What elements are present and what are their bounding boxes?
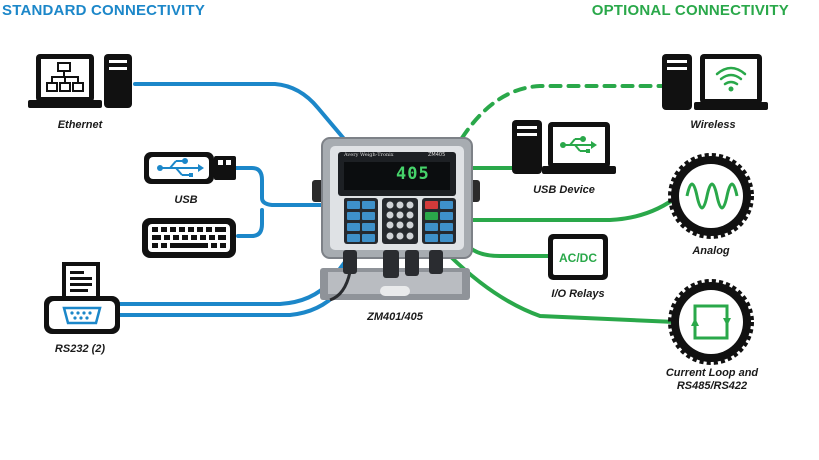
analog-label: Analog — [692, 245, 730, 257]
rs232-label: RS232 (2) — [54, 343, 106, 355]
usb-cable — [233, 166, 332, 207]
analog-cable — [466, 194, 680, 222]
usb-drive-icon — [144, 152, 236, 184]
acdc-icon — [548, 234, 608, 280]
serial-printer-icon — [44, 262, 120, 334]
current-loop-cable — [448, 254, 677, 324]
acdc-badge: AC/DC — [559, 251, 597, 265]
standard-connectivity-heading: STANDARD CONNECTIVITY — [2, 2, 206, 19]
usb-label: USB — [174, 194, 198, 206]
analog-wave-icon — [668, 153, 754, 239]
io-relays-label: I/O Relays — [551, 288, 605, 300]
optional-connectivity-heading: OPTIONAL CONNECTIVITY — [591, 2, 789, 19]
wireless-label: Wireless — [690, 119, 736, 131]
current-loop-label: Current Loop and RS485/RS422 — [665, 367, 759, 392]
ethernet-cable — [133, 82, 347, 142]
relay-cable — [466, 244, 550, 258]
zm-indicator-device — [312, 137, 480, 302]
keyboard-icon — [142, 218, 236, 258]
current-loop-icon — [668, 279, 754, 365]
device-label: ZM401/405 — [367, 311, 423, 323]
rs232-cable-1 — [118, 260, 347, 306]
network-computer-icon — [28, 54, 132, 108]
usb-computer-icon — [512, 120, 616, 174]
wireless-link — [460, 84, 664, 140]
device-model: ZM405 — [428, 152, 446, 158]
keyboard-cable — [236, 208, 264, 238]
device-brand: Avery Weigh-Tronix — [344, 152, 394, 158]
ethernet-label: Ethernet — [57, 119, 103, 131]
wireless-computer-icon — [662, 54, 768, 110]
usb-device-label: USB Device — [533, 184, 595, 196]
device-display-readout: 405 — [396, 164, 430, 184]
